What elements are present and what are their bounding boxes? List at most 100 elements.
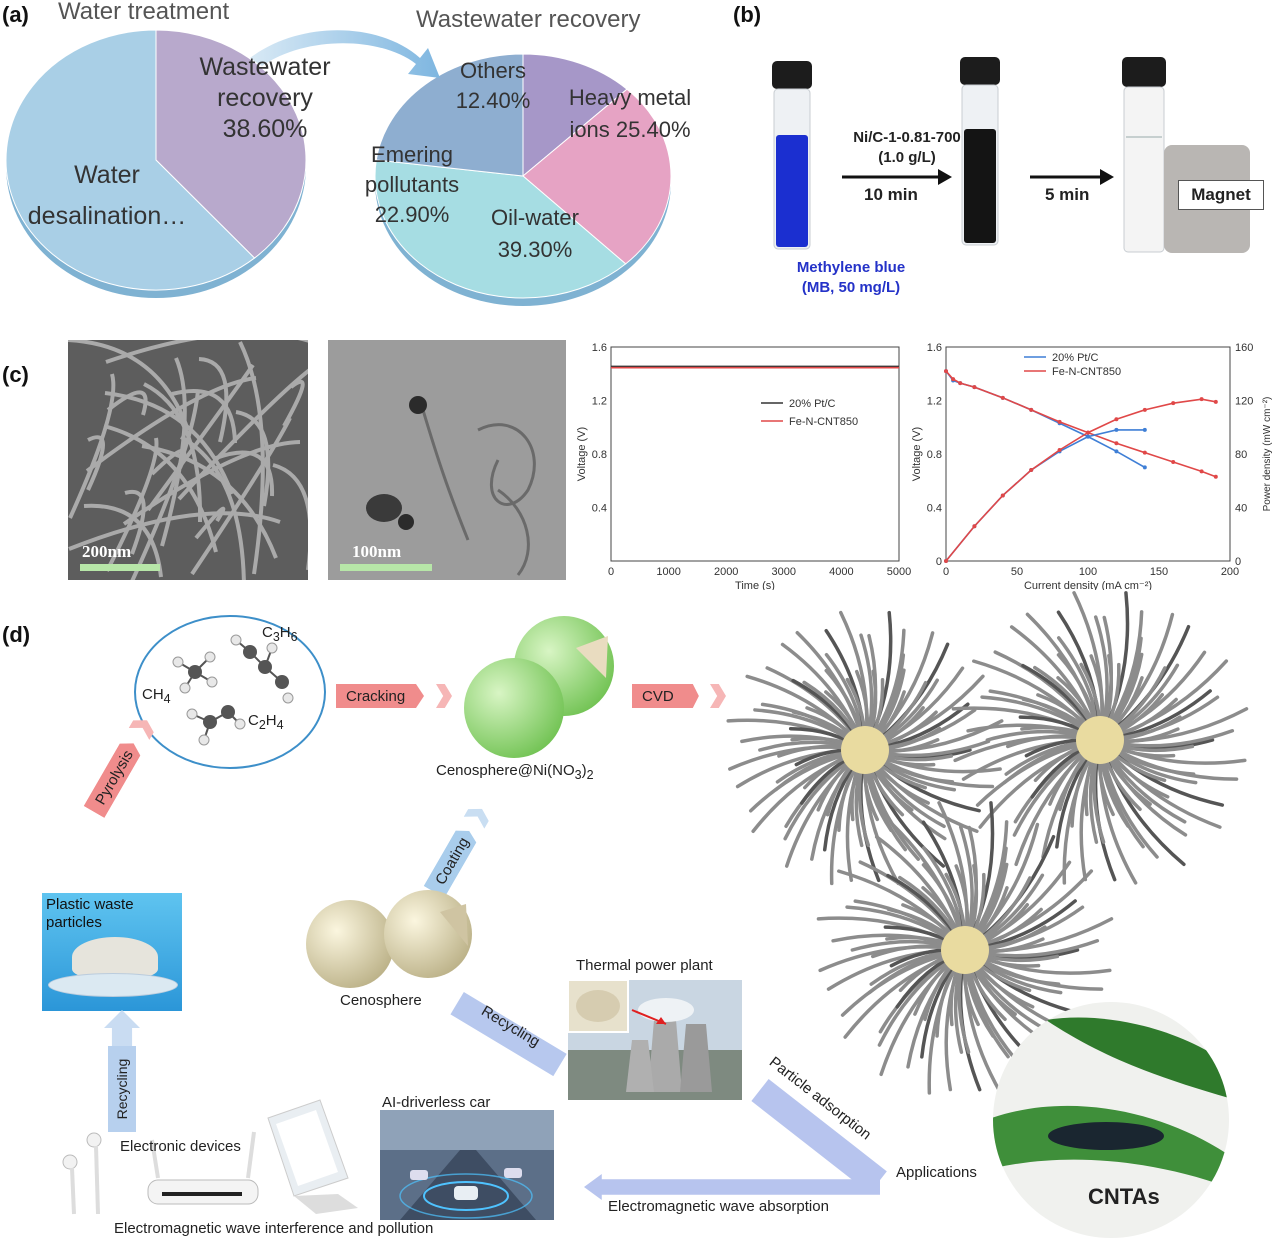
cenospheres bbox=[306, 890, 472, 988]
panel-d-label: (d) bbox=[2, 622, 31, 647]
x-tick-label: 2000 bbox=[714, 566, 738, 578]
cvd-chevron bbox=[710, 684, 726, 708]
legend-label: 20% Pt/C bbox=[1052, 352, 1099, 364]
cracking-arrow: Cracking bbox=[336, 684, 424, 708]
x-tick-label: 5000 bbox=[887, 566, 911, 578]
series-line-1 bbox=[945, 370, 1217, 478]
y-tick-label: 0 bbox=[936, 556, 942, 568]
cnt-core bbox=[1076, 716, 1124, 764]
x-tick-label: 150 bbox=[1150, 566, 1168, 578]
series-point bbox=[1057, 419, 1062, 424]
em-absorption-label: Electromagnetic wave absorption bbox=[608, 1198, 829, 1215]
y2-tick-label: 0 bbox=[1235, 556, 1241, 568]
vial1-cap bbox=[772, 61, 812, 89]
x-tick-label: 4000 bbox=[829, 566, 853, 578]
cnt-core bbox=[941, 926, 989, 974]
y-tick-label: 0.8 bbox=[592, 449, 607, 461]
x-tick-label: 0 bbox=[943, 566, 949, 578]
x-tick-label: 100 bbox=[1079, 566, 1097, 578]
electronic-devices-image bbox=[62, 1099, 358, 1215]
y2-tick-label: 160 bbox=[1235, 342, 1253, 354]
series-point bbox=[1171, 401, 1176, 406]
pie2-slice-1 bbox=[522, 88, 672, 265]
pyrolysis-label: Pyrolysis bbox=[84, 728, 150, 818]
panel-b-vials bbox=[772, 57, 1250, 253]
pie1-slice-1 bbox=[5, 29, 256, 291]
recycling-left-arrow bbox=[108, 1046, 136, 1132]
cenosphere-label: Cenosphere bbox=[340, 992, 422, 1009]
cenosphere-ni-label: Cenosphere@Ni(NO3)2 bbox=[436, 762, 594, 782]
panel-a-label: (a) bbox=[2, 2, 29, 27]
applications-label: Applications bbox=[896, 1164, 977, 1181]
legend-label: Fe-N-CNT850 bbox=[1052, 366, 1121, 378]
y-tick-label: 1.6 bbox=[592, 342, 607, 354]
y-tick-label: 0.4 bbox=[927, 503, 942, 515]
x-tick-label: 1000 bbox=[656, 566, 680, 578]
em-interference-label: Electromagnetic wave interference and po… bbox=[114, 1220, 434, 1237]
electronic-devices-label: Electronic devices bbox=[120, 1138, 241, 1155]
series-point bbox=[1142, 407, 1147, 412]
x-tick-label: 3000 bbox=[772, 566, 796, 578]
cnt-core bbox=[841, 726, 889, 774]
pie1-title: Water treatment bbox=[58, 0, 230, 25]
sem-scale-label: 200nm bbox=[82, 542, 132, 561]
c3h6-label: C3H6 bbox=[262, 624, 298, 644]
series-point bbox=[944, 369, 948, 374]
series-point bbox=[1086, 434, 1090, 439]
series-point bbox=[1142, 450, 1147, 455]
series-point bbox=[1114, 449, 1119, 454]
x-tick-label: 0 bbox=[608, 566, 614, 578]
pie2-metal-label: Heavy metal ions 25.40% bbox=[568, 85, 692, 142]
y2-tick-label: 40 bbox=[1235, 503, 1247, 515]
y-tick-label: 1.2 bbox=[592, 396, 607, 408]
green-cenospheres bbox=[464, 616, 614, 758]
sem-image bbox=[68, 340, 308, 580]
panel-a-pies bbox=[5, 29, 672, 306]
y-tick-label: 0.4 bbox=[592, 503, 607, 515]
series-point bbox=[944, 559, 948, 563]
series-point bbox=[1000, 493, 1005, 498]
ai-car-title: AI-driverless car bbox=[382, 1094, 491, 1111]
cntas-label: CNTAs bbox=[1088, 1184, 1160, 1209]
series-point bbox=[951, 377, 956, 382]
series-point bbox=[972, 524, 977, 529]
y2-tick-label: 120 bbox=[1235, 396, 1253, 408]
magnet-label: Magnet bbox=[1178, 180, 1264, 210]
legend-label: Fe-N-CNT850 bbox=[789, 416, 858, 428]
curve-arrow bbox=[250, 30, 440, 78]
plot-frame bbox=[945, 346, 1231, 562]
plot-frame bbox=[610, 346, 900, 562]
y-tick-label: 1.2 bbox=[927, 396, 942, 408]
y-tick-label: 1.6 bbox=[927, 342, 942, 354]
em-absorption-arrow bbox=[584, 1174, 880, 1200]
cntas-photo bbox=[993, 1002, 1229, 1238]
ch4-label: CH4 bbox=[142, 686, 171, 706]
cracking-chevron bbox=[436, 684, 452, 708]
time2-label: 5 min bbox=[1045, 185, 1090, 204]
cnt-arrays-illustration bbox=[726, 591, 1249, 1095]
pie2-slice-0 bbox=[522, 53, 628, 178]
pie2-slice-2 bbox=[374, 159, 627, 299]
pie2-slice-3 bbox=[375, 53, 524, 177]
x-axis-label: Current density (mA cm⁻²) bbox=[1024, 580, 1152, 590]
y2-axis-label: Power density (mW cm⁻²) bbox=[1262, 397, 1273, 512]
vial1-mb-solution bbox=[776, 135, 808, 247]
series-line-2 bbox=[945, 429, 1145, 562]
series-point bbox=[1213, 474, 1218, 479]
series-point bbox=[1114, 441, 1119, 446]
ai-car-image bbox=[380, 1110, 554, 1220]
series-point bbox=[1199, 469, 1204, 474]
coating-label: Coating bbox=[424, 817, 485, 898]
series-point bbox=[972, 385, 977, 390]
legend-label: 20% Pt/C bbox=[789, 398, 836, 410]
series-point bbox=[1029, 468, 1034, 473]
series-point bbox=[1114, 427, 1119, 432]
series-point bbox=[958, 381, 963, 386]
c2h4-label: C2H4 bbox=[248, 712, 284, 732]
y-tick-label: 0.8 bbox=[927, 449, 942, 461]
catalyst-label: Ni/C-1-0.81-700(1.0 g/L) bbox=[853, 129, 961, 166]
